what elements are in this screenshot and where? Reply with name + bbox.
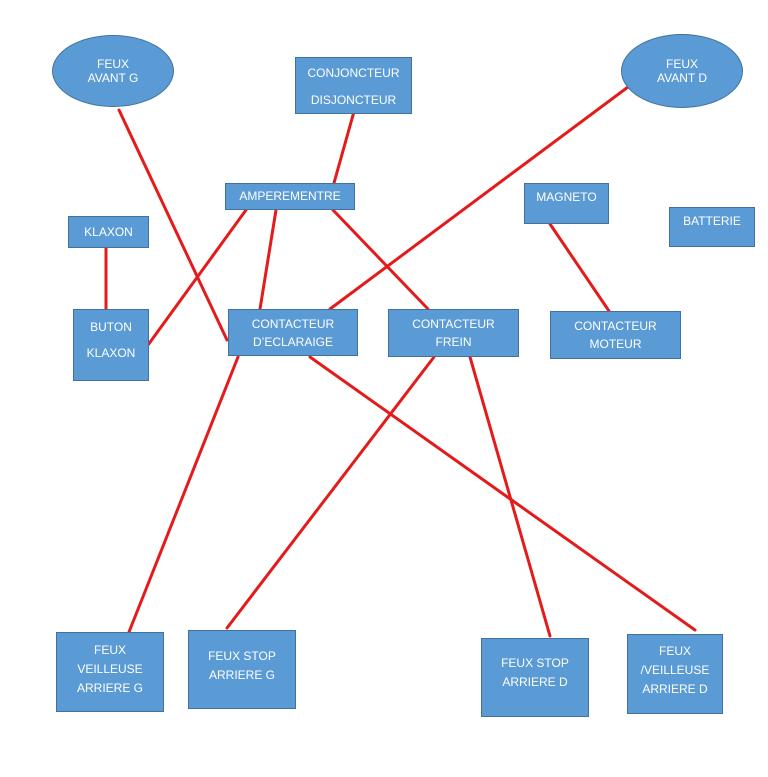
- node-label-line: MAGNETO: [536, 190, 597, 204]
- node-buton-klaxon: BUTON KLAXON: [73, 309, 149, 381]
- wire-contacteur-eclairage-to-feux-veilleuse-d: [308, 355, 697, 632]
- node-label-line: AMPEREMENTRE: [239, 189, 341, 204]
- node-label-line: FEUX: [658, 644, 691, 658]
- node-label-line: CONJONCTEUR: [307, 66, 400, 80]
- node-amperemetre: AMPEREMENTRE: [225, 183, 355, 210]
- wire-feux-avant-g-to-contacteur-eclairage: [117, 108, 229, 342]
- node-conjoncteur-disjoncteur: CONJONCTEUR DISJONCTEUR: [295, 57, 412, 114]
- node-label-line: ARRIERE D: [502, 675, 568, 690]
- node-label-line: FEUX: [665, 56, 698, 71]
- wire-amperemetre-to-contacteur-frein: [331, 208, 430, 311]
- node-contacteur-frein: CONTACTEUR FREIN: [388, 309, 519, 357]
- wire-contacteur-eclairage-to-feux-veilleuse-g: [127, 355, 240, 634]
- node-label-line: FEUX STOP: [208, 649, 276, 663]
- node-magneto: MAGNETO: [524, 183, 609, 224]
- wire-amperemetre-to-contacteur-eclairage: [258, 208, 278, 311]
- node-label-line: ARRIERE G: [76, 681, 143, 696]
- node-label-line: CONTACTEUR: [251, 317, 335, 331]
- node-label-line: FEUX: [96, 56, 129, 71]
- node-feux-stop-arriere-d: FEUX STOP ARRIERE D: [481, 638, 589, 717]
- node-batterie: BATTERIE: [669, 207, 755, 247]
- wire-magneto-to-contacteur-moteur: [548, 222, 611, 313]
- node-label-line: CONTACTEUR: [574, 319, 657, 333]
- node-feux-veilleuse-arriere-d: FEUX /VEILLEUSE ARRIERE D: [627, 634, 723, 714]
- node-label-line: ARRIERE G: [208, 668, 275, 683]
- node-label-line: CONTACTEUR: [412, 317, 495, 331]
- node-label-line: BATTERIE: [683, 214, 741, 228]
- node-label-line: /VEILLEUSE: [640, 663, 710, 678]
- node-label-line: KLAXON: [84, 224, 133, 239]
- node-contacteur-moteur: CONTACTEUR MOTEUR: [550, 311, 681, 359]
- node-label-line: ARRIERE D: [642, 682, 708, 697]
- node-label-line: D’ECLARAIGE: [252, 335, 334, 350]
- node-feux-veilleuse-arriere-g: FEUX VEILLEUSE ARRIERE G: [56, 632, 164, 712]
- node-feux-avant-g: FEUX AVANT G: [52, 35, 174, 107]
- node-label-line: AVANT G: [87, 71, 139, 85]
- wire-amperemetre-to-buton-klaxon: [146, 208, 248, 347]
- node-label-line: FEUX: [93, 643, 126, 657]
- node-feux-avant-d: FEUX AVANT D: [621, 34, 743, 108]
- node-label-line: BUTON: [90, 320, 132, 334]
- node-label-line: FEUX STOP: [501, 656, 569, 670]
- node-label-line: AVANT D: [656, 71, 707, 85]
- wire-conjoncteur-to-amperemetre: [332, 106, 357, 185]
- node-label-line: DISJONCTEUR: [310, 92, 397, 107]
- node-klaxon: KLAXON: [68, 216, 149, 248]
- node-label-line: KLAXON: [86, 345, 136, 360]
- node-label-line: VEILLEUSE: [77, 662, 143, 677]
- node-contacteur-eclairage: CONTACTEUR D’ECLARAIGE: [228, 309, 358, 356]
- node-label-line: MOTEUR: [589, 337, 642, 352]
- wire-feux-avant-d-to-contacteur-eclairage: [328, 85, 630, 311]
- wire-contacteur-frein-to-feux-stop-d: [468, 355, 552, 638]
- wire-contacteur-frein-to-feux-stop-g: [225, 355, 436, 630]
- node-feux-stop-arriere-g: FEUX STOP ARRIERE G: [188, 630, 296, 709]
- node-label-line: FREIN: [435, 335, 472, 350]
